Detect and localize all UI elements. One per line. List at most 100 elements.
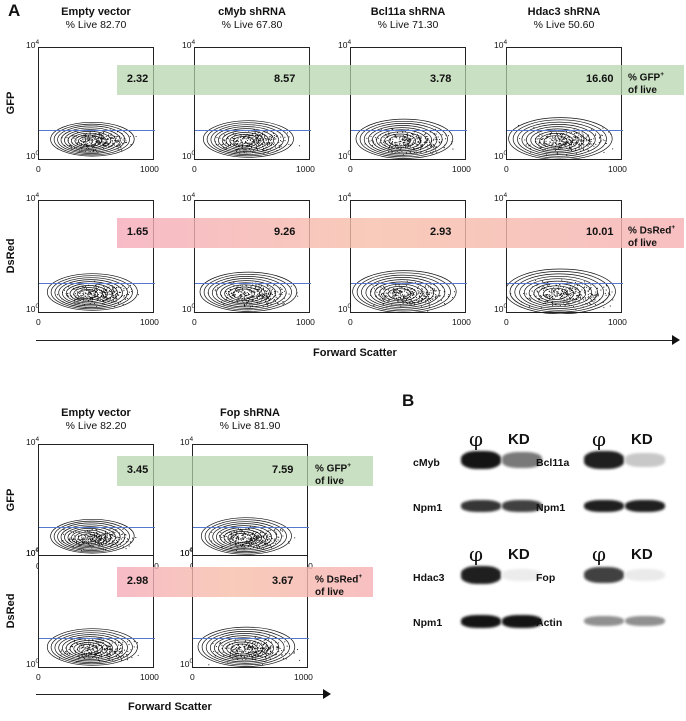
top-gfp-plot-0-event-dot [108, 134, 110, 136]
bottom-dsred-plot-1-event-dot [236, 647, 238, 649]
top-dsred-plot-0-event-dot [81, 290, 83, 292]
top-gfp-plot-3-contour-line [539, 133, 574, 149]
top-dsred-plot-1-event-dot [243, 292, 245, 294]
bottom-dsred-plot-1-event-dot [269, 635, 271, 637]
top-dsred-plot-3-contour-line [514, 273, 604, 311]
top-gfp-plot-1-event-dot [269, 136, 271, 138]
top-gfp-plot-2-event-dot [433, 138, 435, 140]
top-dsred-plot-0-event-dot [104, 293, 107, 295]
top-gfp-plot-1-event-dot [219, 137, 221, 139]
top-gfp-plot-0-event-dot [84, 141, 86, 143]
bottom-dsred-plot-1-event-dot [281, 654, 283, 657]
top-gfp-plot-3-event-dot [564, 141, 566, 143]
top-dsred-plot-2-event-dot [402, 291, 404, 293]
top-gfp-plot-3-ytick-bottom: 100 [494, 150, 507, 161]
top-dsred-plot-0-event-dot [111, 291, 113, 293]
top-gfp-plot-2-contour-line [388, 135, 411, 147]
top-dsred-plot-3-event-dot [577, 294, 579, 297]
top-gfp-plot-3-event-dot [552, 137, 554, 139]
top-dsred-plot-1-event-dot [242, 290, 244, 292]
top-dsred-plot-0-event-dot [94, 291, 96, 293]
bottom-dsred-plot-1-event-dot [222, 651, 224, 653]
blot-0-control-label: Npm1 [413, 502, 443, 514]
top-dsred-plot-3-event-dot [594, 294, 596, 296]
bottom-gfp-plot-1-event-dot [238, 536, 240, 539]
blot-2-target-band-kd [502, 568, 542, 582]
bottom-gfp-plot-0-event-dot [88, 535, 90, 537]
top-gfp-plot-2-event-dot [436, 151, 438, 153]
top-dsred-plot-2-event-dot [406, 288, 408, 290]
bottom-dsred-plot-0-ytick-top-exp: 4 [35, 547, 40, 554]
top-dsred-plot-0-event-dot [103, 290, 105, 292]
top-dsred-plot-3-event-dot [550, 291, 552, 293]
top-dsred-plot-2-event-dot [409, 297, 411, 299]
top-gfp-plot-3-ytick-top-exp: 4 [503, 39, 508, 46]
bottom-gfp-plot-1-event-dot [250, 538, 252, 540]
top-dsred-plot-2-event-dot [425, 292, 427, 294]
bottom-dsred-plot-1-event-dot [281, 649, 283, 652]
bottom-dsred-plot-1-event-dot [286, 645, 288, 647]
bottom-gfp-plot-1-event-dot [276, 540, 278, 542]
bottom-gfp-plot-1-event-dot [230, 536, 232, 538]
top-dsred-plot-2-event-dot [381, 298, 383, 300]
top-gfp-plot-2-event-dot [435, 128, 437, 130]
top-dsred-plot-3-event-dot [579, 293, 581, 295]
bottom-dsred-plot-1-event-dot [262, 663, 264, 666]
top-gfp-plot-1-event-dot [251, 144, 253, 146]
top-dsred-plot-3-event-dot [564, 300, 566, 302]
bottom-dsred-band-label-line1: % DsRed+ [315, 570, 362, 586]
bottom-dsred-plot-1-contour-line [201, 628, 290, 666]
bottom-dsred-plot-0-event-dot [130, 649, 132, 651]
top-dsred-band-label: % DsRed+of live [628, 221, 675, 250]
bottom-dsred-plot-0-event-dot [117, 655, 120, 657]
top-gfp-plot-0-event-dot [96, 138, 98, 140]
top-dsred-plot-3-event-dot [553, 297, 555, 299]
top-gfp-plot-0-event-dot [121, 149, 123, 151]
top-dsred-plot-2-event-dot [432, 298, 434, 300]
top-dsred-plot-0-event-dot [76, 287, 78, 289]
top-dsred-plot-3-event-dot [555, 295, 557, 297]
bottom-gfp-plot-0-event-dot [103, 542, 105, 544]
top-gfp-plot-0-event-dot [85, 142, 87, 144]
top-dsred-plot-0-event-dot [75, 293, 77, 295]
top-dsred-plot-1-event-dot [271, 294, 273, 296]
top-gfp-plot-1-event-dot [252, 136, 254, 138]
top-gfp-plot-0-event-dot [87, 143, 89, 145]
top-dsred-plot-2-event-dot [400, 291, 402, 293]
bottom-dsred-plot-0-event-dot [125, 653, 127, 656]
top-gfp-plot-0-event-dot [101, 137, 103, 139]
top-gfp-plot-0-event-dot [107, 142, 110, 145]
top-dsred-plot-3-event-dot [556, 291, 558, 293]
top-gfp-plot-1-event-dot [271, 136, 273, 139]
top-gfp-plot-1-event-dot [237, 141, 239, 143]
top-gfp-plot-2-event-dot [370, 135, 372, 137]
top-dsred-plot-0-contour-line [62, 281, 118, 305]
top-gfp-plot-2-event-dot [415, 143, 417, 145]
top-dsred-plot-3-event-dot [551, 296, 553, 298]
bottom-dsred-plot-1-event-dot [231, 649, 233, 651]
top-dsred-plot-1-event-dot [239, 296, 241, 298]
top-dsred-plot-2-event-dot [421, 287, 423, 290]
bottom-dsred-plot-1-event-dot [235, 649, 238, 651]
top-dsred-plot-1-event-dot [255, 287, 257, 289]
bottom-dsred-plot-1-event-dot [263, 651, 266, 653]
top-dsred-plot-3-event-dot [584, 292, 586, 294]
bottom-gfp-plot-0-event-dot [128, 545, 130, 547]
top-dsred-plot-2-event-dot [373, 305, 375, 307]
top-dsred-plot-1-contour-line [199, 271, 298, 312]
blot-3-header-kd: KD [631, 546, 653, 563]
top-dsred-plot-0-event-dot [93, 291, 95, 293]
top-dsred-plot-0-event-dot [95, 284, 97, 286]
bottom-gfp-plot-1-event-dot [235, 537, 237, 539]
bottom-dsred-plot-0-event-dot [82, 646, 84, 649]
bottom-dsred-plot-1-event-dot [217, 651, 219, 653]
top-dsred-plot-0-event-dot [75, 288, 77, 291]
bottom-gfp-plot-1-contour-line [216, 525, 272, 549]
bottom-dsred-plot-1-event-dot [240, 649, 242, 651]
bottom-gfp-plot-0-event-dot [88, 538, 90, 540]
top-gfp-plot-0-event-dot [101, 141, 103, 143]
top-dsred-plot-1-event-dot [241, 285, 243, 287]
bottom-gfp-plot-1-event-dot [259, 542, 261, 544]
top-gfp-plot-1-contour-line [206, 122, 289, 157]
row-label-dsred: DsRed [5, 593, 17, 628]
